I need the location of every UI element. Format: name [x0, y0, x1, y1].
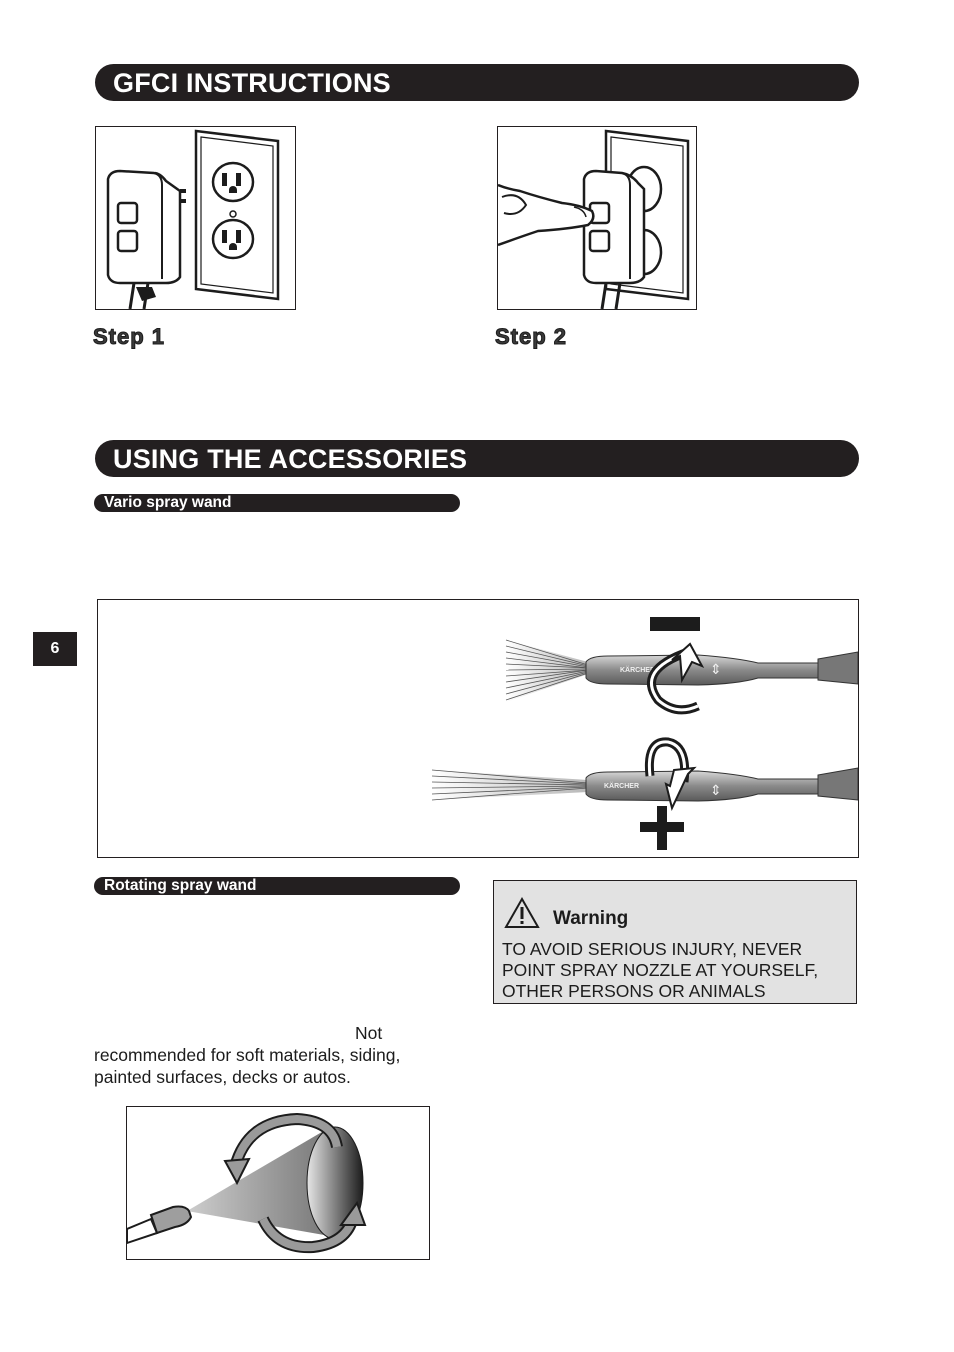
warning-triangle-icon [504, 897, 540, 928]
vario-subsection-bar: Vario spray wand [94, 494, 460, 512]
vario-subsection-title: Vario spray wand [104, 494, 232, 511]
step1-label: Step 1 [92, 324, 166, 350]
svg-text:⇕: ⇕ [710, 662, 722, 678]
rotate-arrow-bottom-icon [644, 737, 697, 811]
gfci-section-banner: GFCI INSTRUCTIONS [95, 64, 859, 101]
gfci-section-title: GFCI INSTRUCTIONS [113, 68, 391, 98]
rotation-arrow-icon [223, 1112, 367, 1254]
rotating-text-line2: recommended for soft materials, siding, [94, 1045, 401, 1065]
accessories-section-title: USING THE ACCESSORIES [113, 444, 468, 474]
rotating-text-line3: painted surfaces, decks or autos. [94, 1067, 351, 1087]
warning-box: Warning TO AVOID SERIOUS INJURY, NEVER P… [493, 880, 857, 1004]
rotating-subsection-bar: Rotating spray wand [94, 877, 460, 895]
step2-illustration [497, 126, 697, 310]
minus-icon [650, 617, 700, 631]
vario-brand-bottom: KÄRCHER [604, 782, 639, 790]
fan-spray-icon [505, 639, 589, 702]
page-number-tab: 6 [33, 632, 77, 666]
accessories-section-banner: USING THE ACCESSORIES [95, 440, 859, 477]
step1-illustration [95, 126, 296, 310]
warning-heading: Warning [553, 908, 629, 929]
rotating-subsection-title: Rotating spray wand [104, 877, 257, 894]
vario-brand-top: KÄRCHER [620, 666, 655, 674]
rotating-text-line1: Not [355, 1023, 383, 1043]
plus-icon [640, 806, 684, 850]
step2-label: Step 2 [494, 324, 568, 350]
warning-line2: POINT SPRAY NOZZLE AT YOURSELF, [502, 960, 819, 980]
warning-text: TO AVOID SERIOUS INJURY, NEVER POINT SPR… [502, 939, 818, 1002]
jet-spray-icon [431, 769, 589, 801]
warning-line3: OTHER PERSONS OR ANIMALS [502, 981, 766, 1001]
vario-wand-illustration: KÄRCHER ⇕ KÄRCHER ⇕ [97, 599, 859, 858]
rotate-arrow-top-icon [647, 642, 705, 715]
svg-text:⇕: ⇕ [710, 783, 722, 799]
warning-line1: TO AVOID SERIOUS INJURY, NEVER [502, 939, 803, 959]
rotating-nozzle-illustration [126, 1106, 430, 1260]
